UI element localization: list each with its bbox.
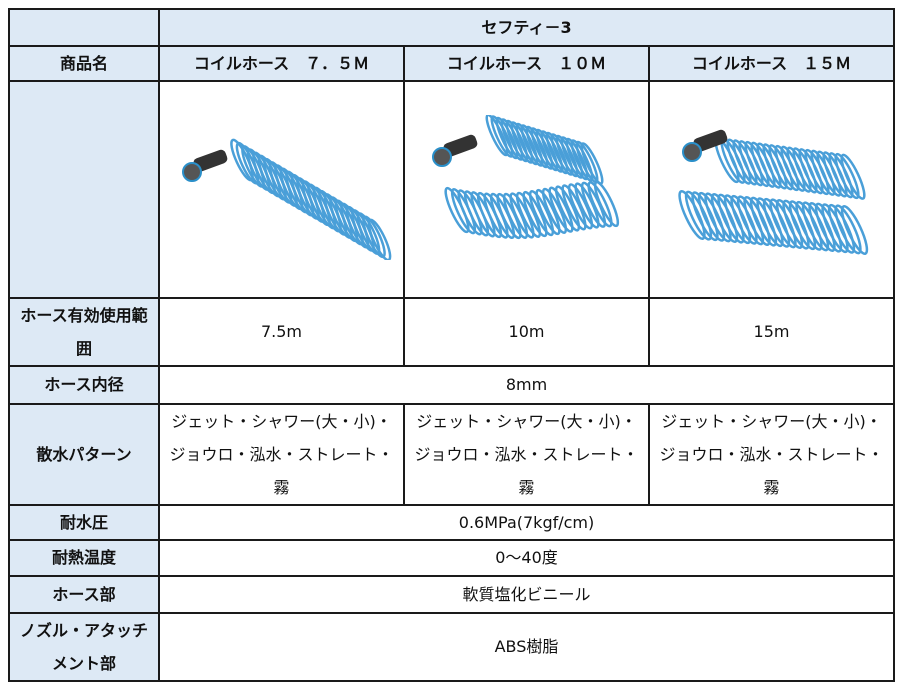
nozzle-head-icon (681, 141, 702, 162)
coil-hose-image (431, 114, 619, 239)
label-effective-length: ホース有効使用範囲 (8, 297, 160, 367)
hose-coil (762, 197, 790, 248)
spray-2: ジェット・シャワー(大・小)・ジョウロ・泓水・ストレート・霧 (403, 403, 650, 506)
spray-1: ジェット・シャワー(大・小)・ジョウロ・泓水・ストレート・霧 (158, 403, 405, 506)
heat: 0〜40度 (157, 539, 896, 577)
product-image-3 (647, 80, 896, 299)
hose-coil (716, 193, 745, 244)
hose-coil (807, 201, 836, 252)
hose-coil (367, 218, 391, 260)
pressure: 0.6MPa(7kgf/cm) (157, 504, 896, 541)
hose-coil (593, 180, 619, 227)
product-name-2: コイルホース １０Ｍ (403, 45, 650, 82)
hose-coil (801, 200, 829, 251)
spray-nozzle-icon (442, 134, 477, 157)
product-name-1: コイルホース ７．５Ｍ (158, 45, 405, 82)
hose-coil (833, 152, 860, 199)
hose-coil (515, 191, 541, 238)
hose-coil (775, 198, 803, 249)
hose-coil (684, 190, 712, 241)
hose-coil (547, 186, 574, 233)
nozzle-head-icon (181, 161, 202, 182)
hose-coil (528, 189, 554, 236)
coil-hose-image (677, 129, 868, 255)
hose-coil (788, 199, 816, 250)
spec-table: セフティ－3 商品名 コイルホース ７．５Ｍ コイルホース １０Ｍ コイルホース… (8, 8, 896, 682)
spray-nozzle-icon (192, 149, 227, 172)
spray-nozzle-icon (692, 129, 727, 152)
length-1: 7.5m (158, 297, 405, 367)
hose-coil (690, 190, 719, 241)
hose-coil (560, 183, 587, 230)
label-inner-diameter: ホース内径 (8, 365, 160, 405)
hose-coil (768, 197, 797, 248)
hose-coil (840, 204, 868, 255)
label-heat: 耐熱温度 (8, 539, 160, 577)
label-hose-material: ホース部 (8, 575, 160, 614)
hose-coil (677, 189, 706, 240)
hose-coil (742, 195, 771, 246)
hose-coil (534, 188, 561, 235)
hose-coil (703, 191, 732, 242)
label-spray-pattern: 散水パターン (8, 403, 160, 506)
series-title: セフティ－3 (157, 8, 896, 47)
product-image-2 (403, 80, 650, 299)
label-product-name: 商品名 (8, 45, 160, 82)
label-pressure: 耐水圧 (8, 504, 160, 541)
nozzle-head-icon (431, 146, 452, 167)
hose-coil (749, 196, 777, 247)
length-2: 10m (403, 297, 650, 367)
hose-coil (723, 193, 751, 244)
length-3: 15m (647, 297, 896, 367)
hose-coil (794, 200, 823, 251)
inner-diameter: 8mm (157, 365, 896, 405)
spray-3: ジェット・シャワー(大・小)・ジョウロ・泓水・ストレート・霧 (647, 403, 896, 506)
hose-coil (541, 187, 567, 234)
hose-coil (839, 153, 866, 200)
hose-coil (508, 191, 535, 239)
hose-coil (833, 203, 862, 254)
label-image (8, 80, 160, 299)
label-nozzle-material: ノズル・アタッチメント部 (8, 612, 160, 682)
hose-coil (521, 190, 548, 237)
product-name-3: コイルホース １５Ｍ (647, 45, 896, 82)
coil-hose-image (181, 138, 391, 260)
hose-coil (710, 192, 738, 243)
hose-coil (755, 196, 784, 247)
hose-coil (586, 180, 613, 227)
hose-coil (781, 199, 810, 250)
corner-cell (8, 8, 160, 47)
nozzle-material: ABS樹脂 (157, 612, 896, 682)
hose-material: 軟質塩化ビニール (157, 575, 896, 614)
hose-coil (729, 194, 758, 245)
hose-coil (814, 202, 842, 253)
hose-coil (820, 202, 849, 253)
hose-coil (827, 203, 855, 254)
product-image-1 (158, 80, 405, 299)
hose-coil (554, 184, 580, 232)
hose-coil (567, 182, 593, 229)
hose-coil (736, 194, 764, 245)
hose-coil (697, 191, 725, 242)
